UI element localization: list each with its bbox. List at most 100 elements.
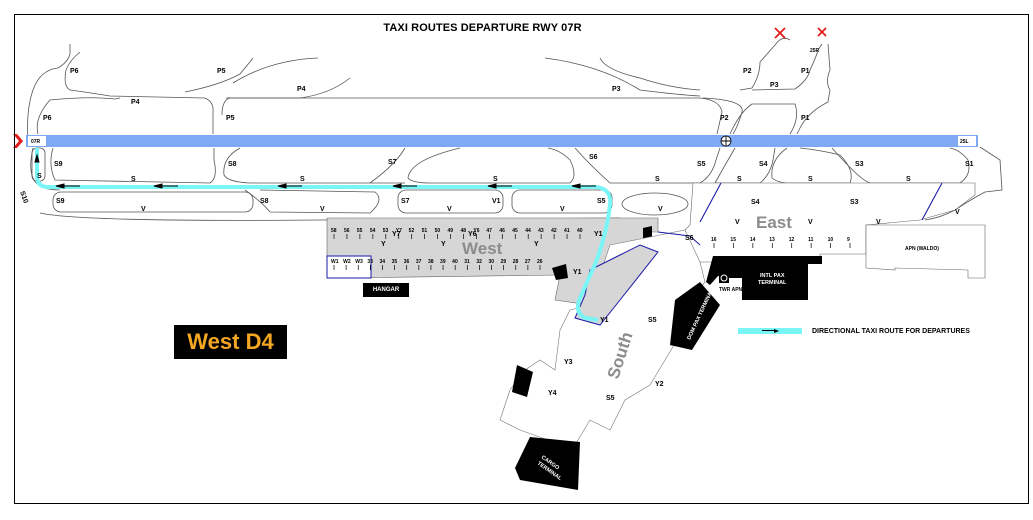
closed-marker-x-icon [817, 27, 827, 37]
taxiway-label: S6 [589, 154, 598, 161]
taxiway-labels: P6 P5 P4 P3 P2 P3 P1 P4 P6 P5 P2 P1 S9 S… [18, 68, 974, 402]
stand-label: 10 [828, 237, 834, 243]
west-pier [552, 264, 568, 280]
stand-label: 38 [428, 259, 434, 265]
stand-label: 53 [383, 228, 389, 234]
taxiway-label: V [808, 219, 813, 226]
stand-label: 54 [370, 228, 376, 234]
taxiway-label: S5 [597, 198, 606, 205]
taxiway-label: S6 [685, 235, 694, 242]
taxiway-outline-s6-block [407, 147, 575, 184]
stand-label: 52 [409, 228, 415, 234]
taxiway-label: S5 [606, 395, 615, 402]
taxiway-label: Y3 [564, 359, 573, 366]
taxiway-label: Y1 [594, 231, 603, 238]
stand-label: 49 [448, 228, 454, 234]
intl-terminal-label-2: TERMINAL [758, 280, 787, 286]
legend: DIRECTIONAL TAXI ROUTE FOR DEPARTURES [738, 326, 970, 336]
tower-icon [719, 273, 729, 283]
taxiway-label: S [37, 173, 42, 180]
taxiway-outline-p6-north [27, 44, 71, 141]
taxiway-outline-p6 [64, 51, 214, 134]
south-boundary-line [657, 231, 701, 246]
stand-label: 29 [501, 259, 507, 265]
stand-label: 13 [769, 237, 775, 243]
taxiway-label: V [876, 219, 881, 226]
taxiway-label: Y4 [548, 390, 557, 397]
stand-label: 45 [512, 228, 518, 234]
stand-label: 34 [379, 259, 385, 265]
taxiway-label: S [808, 176, 813, 183]
taxiway-label: V [320, 206, 325, 213]
stand-badge-label: West D4 [187, 329, 274, 354]
tower-icon-ring [720, 274, 728, 282]
taxiway-outline-p4b [221, 97, 231, 116]
taxiway-outline-p1b [796, 43, 831, 135]
route-arrows [34, 153, 596, 189]
legend-route-swatch-icon [738, 328, 802, 334]
stand-label: 44 [525, 228, 531, 234]
stand-label: 51 [422, 228, 428, 234]
taxiway-label: P4 [297, 86, 306, 93]
taxiway-label: V [447, 206, 452, 213]
taxiway-label: V [955, 209, 960, 216]
taxiway-label: S8 [228, 161, 237, 168]
taxiway-label: S8 [260, 198, 269, 205]
taxiway-outline-p2b [702, 97, 743, 135]
taxiway-label: Y [534, 241, 539, 248]
stand-label: 30 [489, 259, 495, 265]
stand-label: 41 [564, 228, 570, 234]
east-boundary-line-east [921, 182, 943, 221]
area-label-east: East [756, 213, 792, 232]
taxiway-outline-p5 [184, 57, 254, 93]
stand-label: 50 [435, 228, 441, 234]
runway-end-label-25l: 25L [960, 139, 969, 145]
stand-label: 42 [551, 228, 557, 234]
cargo-terminal [515, 437, 580, 490]
taxiway-label: S9 [54, 161, 63, 168]
stand-label: 46 [499, 228, 505, 234]
stand-label: 33 [367, 259, 373, 265]
taxiway-label: S5 [697, 161, 706, 168]
taxiway-label: S [131, 176, 136, 183]
taxiway-label: P3 [770, 82, 779, 89]
taxiway-label: Y1 [573, 269, 582, 276]
stand-label: 11 [808, 237, 814, 243]
stand-label: 15 [730, 237, 736, 243]
runway-07r-25l[interactable] [26, 135, 978, 147]
west-apron-w-stands [326, 255, 372, 279]
taxiway-outline-mid [228, 97, 723, 135]
stand-badge: West D4 [174, 325, 287, 359]
stand-label: 36 [404, 259, 410, 265]
stand-label: W1 [331, 259, 339, 265]
taxiway-label: S7 [401, 198, 410, 205]
stand-label: 55 [357, 228, 363, 234]
tower-label: TWR APN [719, 287, 743, 293]
taxiway-label: S4 [759, 161, 768, 168]
taxiway-label: S1 [965, 161, 974, 168]
taxiway-label: Y6 [468, 231, 477, 238]
stand-label: 47 [486, 228, 492, 234]
stand-label: 58 [331, 228, 337, 234]
stand-label: 40 [452, 259, 458, 265]
taxiway-outline-s7 [369, 147, 406, 184]
taxiway-outline-east-block [729, 103, 798, 135]
stand-label: 28 [513, 259, 519, 265]
taxiway-label: S [655, 176, 660, 183]
map-title: TAXI ROUTES DEPARTURE RWY 07R [0, 22, 1033, 34]
stand-label: 16 [711, 237, 717, 243]
route-arrow-head [277, 183, 287, 189]
stand-label: 9 [847, 237, 850, 243]
stand-label: 37 [416, 259, 422, 265]
taxiway-label: P1 [801, 115, 810, 122]
taxiway-label: P1 [801, 68, 810, 75]
taxiway-outline-p3 [544, 57, 701, 97]
departure-taxi-route[interactable] [35, 148, 613, 322]
runway-threshold-chevron [13, 134, 23, 148]
stand-label: W2 [343, 259, 351, 265]
taxiway-label: V1 [492, 198, 501, 205]
taxiway-label: S10 [18, 190, 29, 204]
map-frame [14, 14, 1029, 504]
